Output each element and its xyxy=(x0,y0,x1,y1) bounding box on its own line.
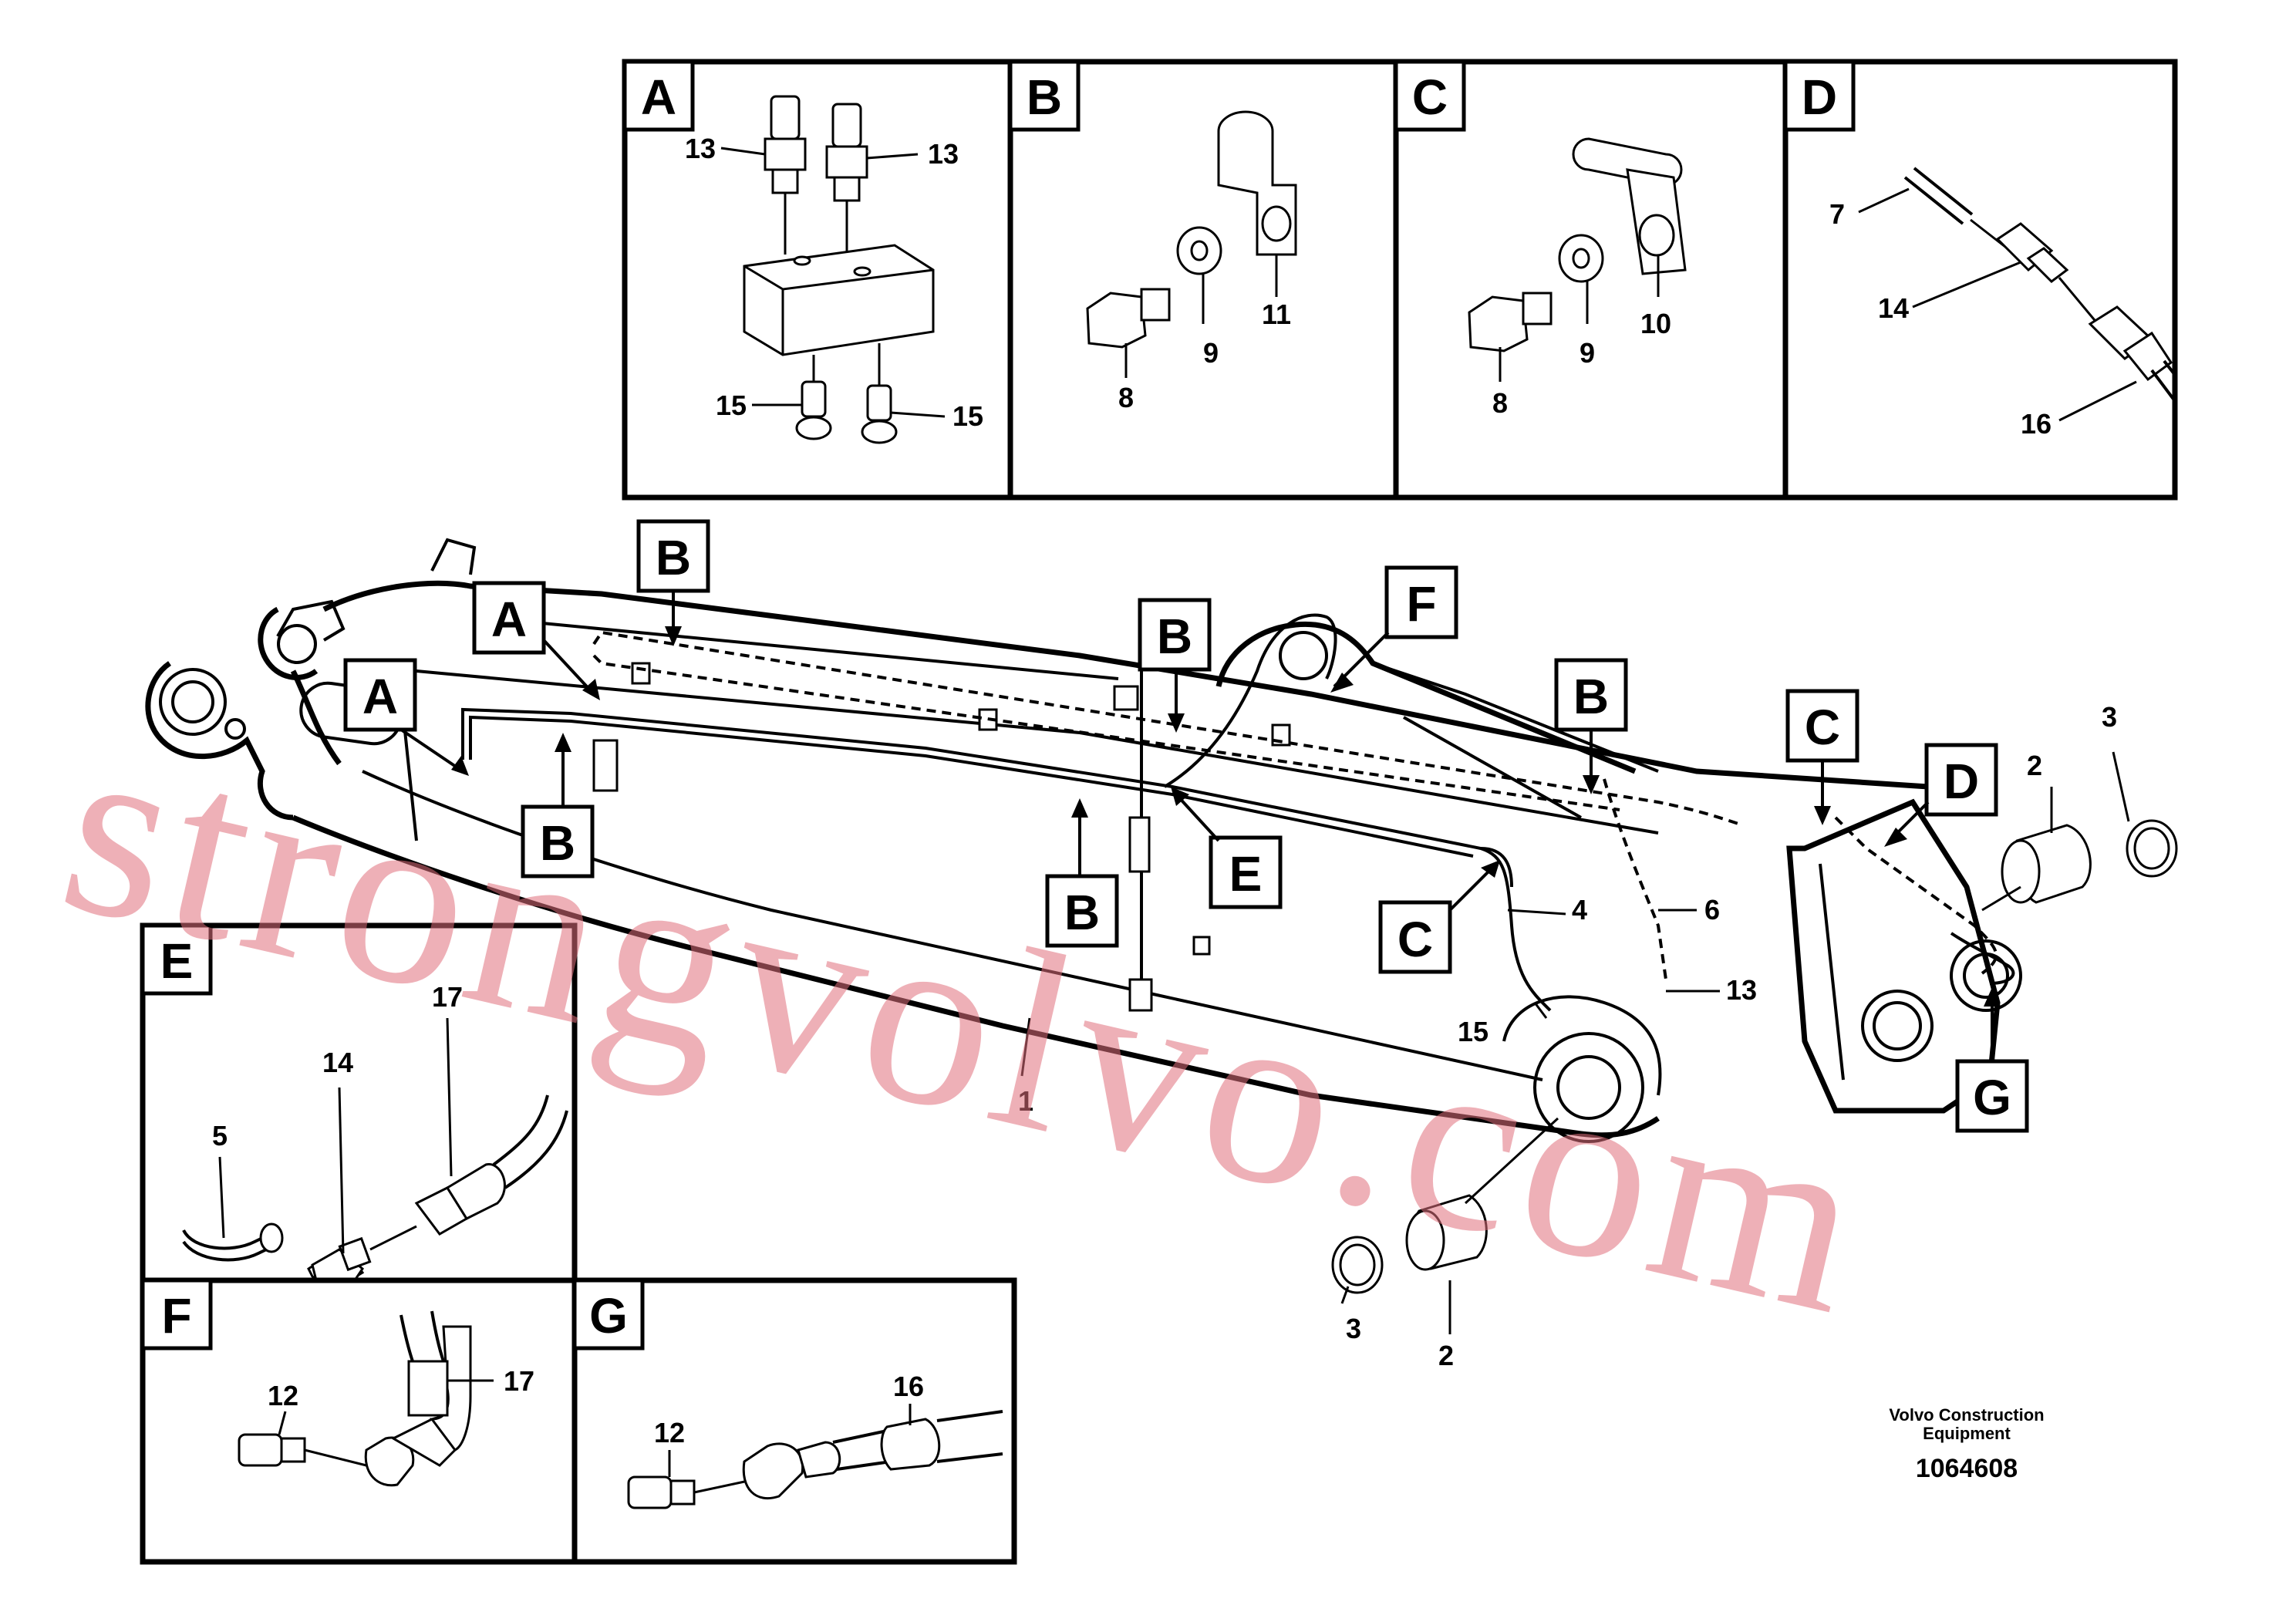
callout-13: 13 xyxy=(1726,974,1757,1006)
callout-12: 12 xyxy=(654,1417,685,1448)
view-marker-label: F xyxy=(1406,576,1436,632)
pin-parts xyxy=(1331,819,2178,1294)
view-marker-label: B xyxy=(1573,669,1609,724)
callout-17: 17 xyxy=(432,981,463,1013)
callout-15: 15 xyxy=(952,400,983,432)
view-marker-c: C xyxy=(1785,689,1859,825)
view-markers: B A A B B E xyxy=(343,519,2029,1133)
callout-15: 15 xyxy=(1458,1016,1489,1047)
view-marker-label: A xyxy=(362,669,398,724)
panel-g-letter: G xyxy=(589,1288,628,1344)
detail-panel-d: D 7 14 16 xyxy=(1782,59,2178,501)
view-marker-label: B xyxy=(540,815,575,871)
view-marker-label: G xyxy=(1973,1070,2011,1125)
callout-8: 8 xyxy=(1492,387,1508,419)
callout-8: 8 xyxy=(1118,382,1134,413)
company-line-2: Equipment xyxy=(1923,1424,2011,1443)
detail-panel-e: E 17 14 5 xyxy=(140,922,578,1290)
drawing-number: 1064608 xyxy=(1916,1454,2018,1483)
callout-16: 16 xyxy=(2021,408,2052,440)
callout-14: 14 xyxy=(322,1047,353,1078)
callout-3: 3 xyxy=(1346,1313,1361,1344)
callout-15: 15 xyxy=(716,389,747,421)
view-marker-a: A xyxy=(343,658,469,776)
callout-3: 3 xyxy=(2102,701,2117,733)
view-marker-label: B xyxy=(1157,609,1192,664)
view-marker-b: B xyxy=(521,733,595,878)
callout-1: 1 xyxy=(1018,1085,1033,1117)
callout-14: 14 xyxy=(1878,292,1909,324)
view-marker-label: E xyxy=(1229,846,1263,902)
detail-panel-f: F 12 17 xyxy=(140,1277,578,1565)
callout-7: 7 xyxy=(1829,198,1845,230)
main-callouts: 1 2 3 4 6 13 15 2 3 xyxy=(1018,701,2117,1371)
panel-a-letter: A xyxy=(641,69,676,125)
view-marker-b: B xyxy=(1138,598,1212,733)
panel-f-letter: F xyxy=(161,1288,191,1344)
callout-13: 13 xyxy=(685,133,716,164)
callout-5: 5 xyxy=(212,1120,228,1152)
view-marker-b: B xyxy=(636,519,710,646)
view-marker-label: B xyxy=(1064,885,1100,940)
detail-panel-c: C 8 9 10 xyxy=(1393,59,1789,501)
callout-4: 4 xyxy=(1572,894,1587,926)
callout-2: 2 xyxy=(1438,1340,1454,1371)
callout-16: 16 xyxy=(893,1371,924,1402)
callout-2: 2 xyxy=(2027,750,2042,781)
view-marker-c: C xyxy=(1378,860,1500,974)
view-marker-f: F xyxy=(1330,565,1458,693)
view-marker-label: D xyxy=(1944,754,1979,809)
view-marker-a: A xyxy=(472,581,600,700)
view-marker-label: C xyxy=(1805,700,1840,755)
view-marker-g: G xyxy=(1955,987,2029,1133)
view-marker-label: A xyxy=(491,592,527,647)
callout-6: 6 xyxy=(1704,894,1720,926)
callout-10: 10 xyxy=(1640,308,1671,339)
callout-11: 11 xyxy=(1262,298,1291,330)
callout-12: 12 xyxy=(268,1380,298,1411)
hydraulic-lines xyxy=(461,613,2015,1012)
view-marker-e: E xyxy=(1171,787,1283,909)
view-marker-label: C xyxy=(1397,912,1433,967)
panel-c-letter: C xyxy=(1412,69,1448,125)
view-marker-b: B xyxy=(1554,658,1628,794)
callout-9: 9 xyxy=(1580,337,1595,369)
view-marker-b: B xyxy=(1045,798,1119,948)
detail-panel-a: A 13 13 15 15 xyxy=(622,59,1013,501)
view-marker-label: B xyxy=(656,530,691,585)
main-leaders xyxy=(1020,751,2130,1334)
callout-13: 13 xyxy=(928,138,959,170)
detail-panel-b: B 8 9 11 xyxy=(1007,59,1399,501)
footer: Volvo Construction Equipment 1064608 xyxy=(1889,1405,2044,1483)
panel-b-letter: B xyxy=(1027,69,1062,125)
company-line-1: Volvo Construction xyxy=(1889,1405,2044,1425)
view-marker-d: D xyxy=(1884,743,1998,847)
callout-9: 9 xyxy=(1203,337,1219,369)
panel-e-letter: E xyxy=(160,933,194,989)
panel-d-letter: D xyxy=(1802,69,1837,125)
detail-panel-g: G 12 16 xyxy=(571,1277,1017,1565)
callout-17: 17 xyxy=(504,1365,534,1397)
